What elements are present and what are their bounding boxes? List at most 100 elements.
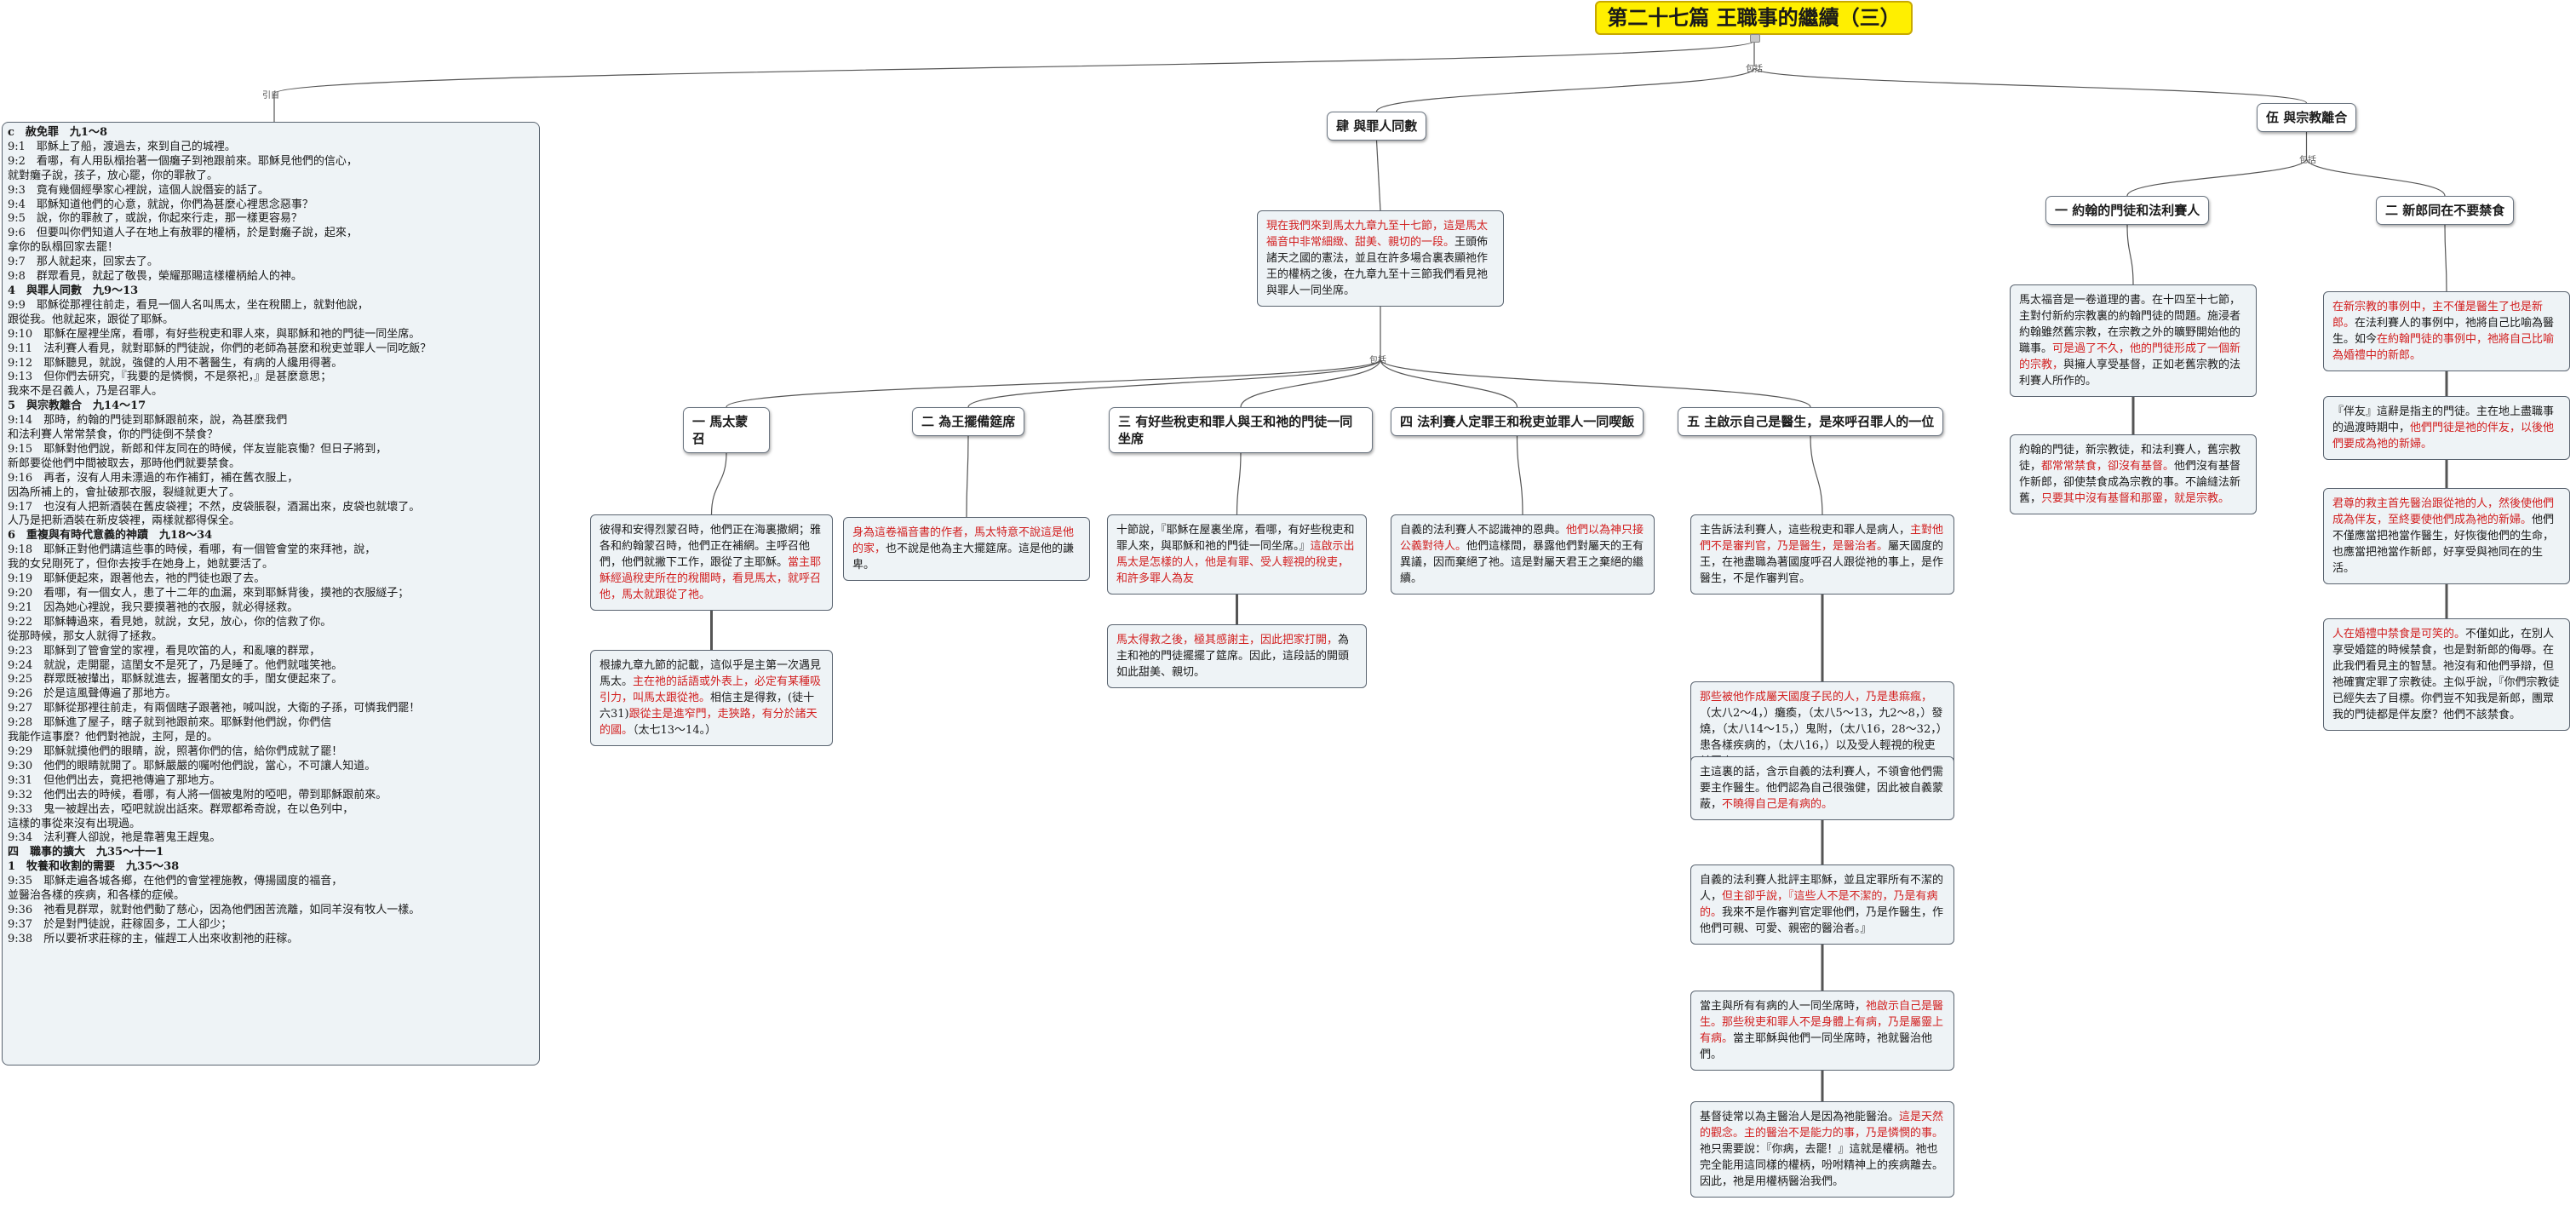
reference-verse: 9:36 祂看見群眾，就對他們動了慈心，因為他們困苦流離，如同羊沒有牧人一樣。 bbox=[8, 903, 421, 916]
branch5-sub-2-note-2: 『伴友』這辭是指主的門徒。主在地上盡職事的過渡時期中，他們門徒是祂的伴友，以後他… bbox=[2323, 396, 2570, 460]
reference-verse: 人乃是把新酒裝在新皮袋裡，兩樣就都得保全。 bbox=[8, 514, 241, 528]
reference-verse: 9:10 耶穌在屋裡坐席，看哪，有好些稅吏和罪人來，與耶穌和祂的門徒一同坐席。 bbox=[8, 327, 421, 341]
reference-verse: 9:35 耶穌走遍各城各鄉，在他們的會堂裡施教，傳揚國度的福音， bbox=[8, 875, 343, 888]
reference-verse: 9:8 群眾看見，就起了敬畏，榮耀那賜這樣權柄給人的神。 bbox=[8, 270, 302, 284]
reference-verse: 9:12 耶穌聽見，就說，強健的人用不著醫生，有病的人纔用得著。 bbox=[8, 356, 343, 370]
reference-verse: 9:2 看哪，有人用臥榻抬著一個癱子到祂跟前來。耶穌見他們的信心， bbox=[8, 154, 358, 168]
body-text: 『伴友』這辭是指主的門徒。主在地上盡職事的過渡時期中， bbox=[2332, 405, 2555, 434]
body-text: 根據九章九節的記載，這似乎是主第一次遇見馬太。 bbox=[600, 659, 822, 688]
reference-verse: 這樣的事從來沒有出現過。 bbox=[8, 817, 141, 830]
body-text: 屬天國度的王，在祂盡職為著國度呼召人跟從祂的事上，是作醫生，不是作審判官。 bbox=[1700, 540, 1944, 585]
body-text: 相信主是得救，(徒十六31) bbox=[600, 692, 815, 721]
branch4-sub-5-note-5: 當主與所有有病的人一同坐席時，祂啟示自己是醫生。那些稅吏和罪人不是身體上有病，乃… bbox=[1690, 991, 1954, 1071]
reference-heading: 4 與罪人同數 九9～13 bbox=[8, 284, 139, 297]
reference-verse: 9:19 耶穌便起來，跟著他去，祂的門徒也跟了去。 bbox=[8, 572, 266, 586]
reference-verse: 9:15 耶穌對他們說，新郎和伴友同在的時候，伴友豈能哀慟？但日子將到， bbox=[8, 442, 387, 456]
body-text: 自義的法利賽人不認識神的恩典。 bbox=[1400, 524, 1567, 537]
reference-verse: 就對癱子說，孩子，放心罷，你的罪赦了。 bbox=[8, 169, 219, 182]
body-text: 約翰的門徒，新宗教徒，和法利賽人，舊宗教徒， bbox=[2019, 444, 2241, 473]
reference-verse: 9:14 那時，約翰的門徒到耶穌跟前來，說，為甚麼我們 bbox=[8, 414, 288, 428]
reference-verse: 從那時候，那女人就得了拯救。 bbox=[8, 629, 164, 643]
reference-verse: 9:17 也沒有人把新酒裝在舊皮袋裡；不然，皮袋脹裂，酒漏出來，皮袋也就壞了。 bbox=[8, 500, 421, 514]
highlighted-text: 可是過了不久，他的門徒形成了一個新的宗教， bbox=[2019, 342, 2241, 371]
reference-verse: 9:21 因為她心裡說，我只要摸著祂的衣服，就必得拯救。 bbox=[8, 600, 299, 614]
body-text: 在法利賽人的事例中，祂將自己比喻為醫生。如今 bbox=[2332, 317, 2555, 346]
reference-verse: 我能作這事麼？他們對祂說，主阿，是的。 bbox=[8, 731, 219, 744]
branch4-sub-2-title[interactable]: 二 為王擺備筵席 bbox=[912, 407, 1025, 436]
reference-verse: 跟從我。他就起來，跟從了耶穌。 bbox=[8, 313, 175, 326]
reference-verse: 9:27 耶穌從那裡往前走，有兩個瞎子跟著祂，喊叫說，大衛的子孫，可憐我們罷！ bbox=[8, 702, 421, 715]
reference-verse: 9:23 耶穌到了管會堂的家裡，看見吹笛的人，和亂嚷的群眾， bbox=[8, 644, 321, 658]
body-text: 他們這樣問，暴露他們對屬天的王有異議，因而棄絕了祂。這是對屬天君王之棄絕的繼續。 bbox=[1400, 540, 1644, 585]
branch5-sub-2-note-3: 君尊的救主首先醫治跟從祂的人，然後使他們成為伴友，至終要使他們成為祂的新婦。他們… bbox=[2323, 488, 2570, 584]
reference-verse: 9:5 說，你的罪赦了，或說，你起來行走，那一樣更容易？ bbox=[8, 212, 302, 226]
reference-heading: c 赦免罪 九1～8 bbox=[8, 126, 108, 139]
branch4-sub-4-title[interactable]: 四 法利賽人定罪王和稅吏並罪人一同喫飯 bbox=[1391, 407, 1644, 436]
highlighted-text: 但主卻乎說，『這些人不是不潔的，乃是有病的。 bbox=[1700, 890, 1938, 919]
body-text: 當主耶穌與他們一同坐席時，祂就醫治他們。 bbox=[1700, 1032, 1933, 1061]
highlighted-text: 在新宗教的事例中，主不僅是醫生了也是新郎。 bbox=[2332, 301, 2544, 330]
branch4-title[interactable]: 肆 與罪人同數 bbox=[1327, 112, 1427, 141]
reference-verse: 我的女兒剛死了，但你去按手在她身上，她就要活了。 bbox=[8, 558, 274, 572]
body-text: 我來不是作審判官定罪他們，乃是作醫生，作他們可親、可愛、親密的醫治者。』 bbox=[1700, 906, 1944, 935]
highlighted-text: 他們門徒是祂的伴友，以後他們要成為祂的新婦。 bbox=[2332, 422, 2555, 451]
reference-heading: 1 牧養和收割的需要 九35～38 bbox=[8, 860, 180, 874]
body-text: 十節說，『耶穌在屋裏坐席，看哪，有好些稅吏和罪人來，與耶穌和祂的門徒一同坐席。』 bbox=[1116, 524, 1355, 553]
branch5-sub-2-note-1: 在新宗教的事例中，主不僅是醫生了也是新郎。在法利賽人的事例中，祂將自己比喻為醫生… bbox=[2323, 291, 2570, 371]
branch4-sub-1-note-1: 彼得和安得烈蒙召時，他們正在海裏撒網；雅各和約翰蒙召時，他們正在補網。主呼召他們… bbox=[590, 514, 833, 611]
reference-verse: 9:11 法利賽人看見，就對耶穌的門徒說，你們的老師為甚麼和稅吏並罪人一同吃飯？ bbox=[8, 342, 432, 355]
reference-verse: 9:28 耶穌進了屋子，瞎子就到祂跟前來。耶穌對他們說，你們信 bbox=[8, 716, 332, 730]
body-text: 自義的法利賽人批評主耶穌，並且定罪所有不潔的人， bbox=[1700, 874, 1944, 903]
highlighted-text: 當主耶穌經過稅吏所在的稅關時，看見馬太，就呼召他，馬太就跟從了祂。 bbox=[600, 556, 822, 601]
branch4-sub-1-note-2: 根據九章九節的記載，這似乎是主第一次遇見馬太。主在祂的話語或外表上，必定有某種吸… bbox=[590, 650, 833, 746]
collapse-marker[interactable] bbox=[1750, 34, 1760, 43]
body-text: 為主和祂的門徒擺擺了筵席。因此，這段話的開頭如此甜美、親切。 bbox=[1116, 634, 1350, 679]
body-text: 馬太福音是一卷道理的書。在十四至十七節，主對付新約宗教裏的約翰門徒的問題。施浸者… bbox=[2019, 294, 2241, 355]
reference-verse: 9:24 就說，走開罷，這閨女不是死了，乃是睡了。他們就嗤笑祂。 bbox=[8, 658, 343, 672]
reference-verse: 9:32 他們出去的時候，看哪，有人將一個被鬼附的啞吧，帶到耶穌跟前來。 bbox=[8, 788, 387, 801]
branch4-sub-5-note-6: 基督徒常以為主醫治人是因為祂能醫治。這是天然的觀念。主的醫治不是能力的事，乃是憐… bbox=[1690, 1101, 1954, 1198]
reference-verse: 9:6 但要叫你們知道人子在地上有赦罪的權柄，於是對癱子說，起來， bbox=[8, 227, 358, 240]
highlighted-text: 主在祂的話語或外表上，必定有某種吸引力，叫馬太跟從祂。 bbox=[600, 675, 822, 704]
reference-verse: 並醫治各樣的疾病，和各樣的症候。 bbox=[8, 889, 186, 903]
reference-verse: 9:26 於是這風聲傳遍了那地方。 bbox=[8, 687, 177, 701]
branch4-sub-3-note-1: 十節說，『耶穌在屋裏坐席，看哪，有好些稅吏和罪人來，與耶穌和祂的門徒一同坐席。』… bbox=[1107, 514, 1367, 595]
branch5-sub-1-title[interactable]: 一 約翰的門徒和法利賽人 bbox=[2045, 196, 2210, 225]
branch4-sub-3-note-2: 馬太得救之後，極其感謝主，因此把家打開，為主和祂的門徒擺擺了筵席。因此，這段話的… bbox=[1107, 624, 1367, 688]
branch4-sub-1-title[interactable]: 一 馬太蒙召 bbox=[683, 407, 770, 453]
body-text: 祂只需要說：『你病，去罷！』這就是權柄。祂也完全能用這同樣的權柄，吩咐精神上的疾… bbox=[1700, 1143, 1944, 1188]
reference-verse: 新郎要從他們中間被取去，那時他們就要禁食。 bbox=[8, 457, 241, 470]
branch5-title[interactable]: 伍 與宗教離合 bbox=[2257, 103, 2357, 132]
body-text: 主告訴法利賽人，這些稅吏和罪人是病人， bbox=[1700, 524, 1911, 537]
reference-heading: 6 重複與有時代意義的神蹟 九18～34 bbox=[8, 529, 213, 543]
branch4-sub-2-note-1: 身為這卷福音書的作者，馬太特意不說這是他的家，也不說是他為主大擺筵席。這是他的謙… bbox=[843, 517, 1090, 581]
reference-verse: 9:29 耶穌就摸他們的眼睛，說，照著你們的信，給你們成就了罷！ bbox=[8, 744, 343, 758]
reference-verse: 9:18 耶穌正對他們講這些事的時候，看哪，有一個管會堂的來拜祂，說， bbox=[8, 543, 376, 557]
reference-heading: 四 職事的擴大 九35～十一1 bbox=[8, 846, 164, 859]
link-label-b5: 包括 bbox=[2299, 156, 2316, 165]
diagram-title: 第二十七篇 王職事的繼續（三） bbox=[1595, 1, 1913, 35]
highlighted-text: 那些被他作成屬天國度子民的人，乃是患痲瘋， bbox=[1700, 691, 1933, 704]
highlighted-text: 他們以為神只接公義對待人。 bbox=[1400, 524, 1644, 553]
branch4-sub-5-note-1: 主告訴法利賽人，這些稅吏和罪人是病人，主對他們不是審判官，乃是醫生，是醫治者。屬… bbox=[1690, 514, 1954, 595]
branch4-sub-3-title[interactable]: 三 有好些稅吏和罪人與王和祂的門徒一同坐席 bbox=[1109, 407, 1373, 453]
branch4-sub-5-note-4: 自義的法利賽人批評主耶穌，並且定罪所有不潔的人，但主卻乎說，『這些人不是不潔的，… bbox=[1690, 864, 1954, 945]
body-text: 不僅如此，在別人享受婚筵的時候禁食，也是對新郎的侮辱。在此我們看見主的智慧。祂沒… bbox=[2332, 628, 2560, 721]
branch5-sub-2-title[interactable]: 二 新郎同在不要禁食 bbox=[2376, 196, 2515, 225]
reference-verse: 9:37 於是對門徒說，莊稼固多，工人卻少； bbox=[8, 917, 232, 931]
reference-verse: 9:22 耶穌轉過來，看見她，就說，女兒，放心，你的信救了你。 bbox=[8, 615, 332, 629]
reference-verse: 9:4 耶穌知道他們的心意，就說，你們為甚麼心裡思念惡事？ bbox=[8, 198, 313, 211]
branch4-sub-5-title[interactable]: 五 主啟示自己是醫生，是來呼召罪人的一位 bbox=[1678, 407, 1944, 436]
body-text: 當主與所有有病的人一同坐席時， bbox=[1700, 1000, 1867, 1013]
reference-verse: 9:9 耶穌從那裡往前走，看見一個人名叫馬太，坐在稅關上，就對他說， bbox=[8, 298, 369, 312]
body-text: 也不說是他為主大擺筵席。這是他的謙卑。 bbox=[852, 543, 1075, 572]
body-text: 彼得和安得烈蒙召時，他們正在海裏撒網；雅各和約翰蒙召時，他們正在補網。主呼召他們… bbox=[600, 524, 822, 569]
reference-verse: 9:34 法利賽人卻說，祂是靠著鬼王趕鬼。 bbox=[8, 831, 221, 845]
reference-verse: 9:30 他們的眼睛就開了。耶穌嚴嚴的囑咐他們說，當心，不可讓人知道。 bbox=[8, 759, 376, 773]
highlighted-text: 跟從主是進窄門，走狹路，有分於諸天的國。 bbox=[600, 708, 818, 737]
reference-verse: 因為所補上的，會扯破那衣服，裂縫就更大了。 bbox=[8, 485, 241, 499]
highlighted-text: 這是天然的觀念。主的醫治不是能力的事，乃是憐憫的事。 bbox=[1700, 1111, 1944, 1140]
highlighted-text: 只要其中沒有基督和那靈，就是宗教。 bbox=[2041, 492, 2230, 505]
